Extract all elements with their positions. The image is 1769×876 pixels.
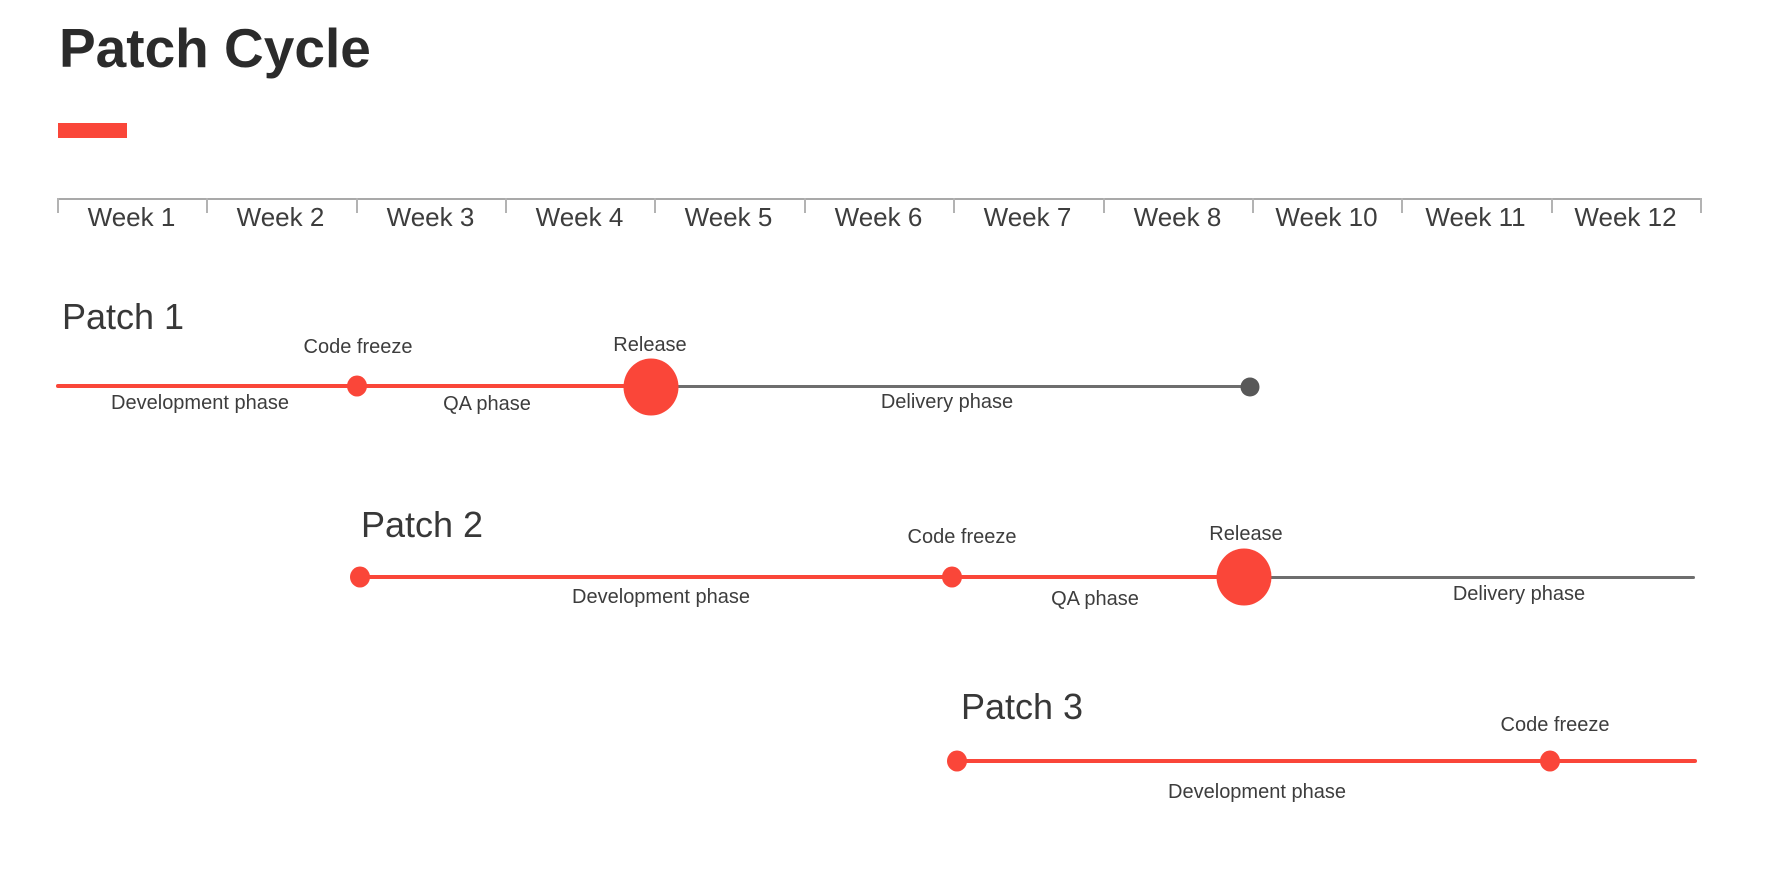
patch-3-code-freeze-label: Code freeze <box>1500 714 1610 736</box>
patch-2-delivery-line <box>1244 576 1695 579</box>
week-axis-tick <box>1401 198 1403 213</box>
patch-1-title: Patch 1 <box>62 296 185 337</box>
week-axis-tick <box>953 198 955 213</box>
week-label-10: Week 10 <box>1275 202 1378 232</box>
patch-1-code-freeze-dot <box>347 375 367 397</box>
week-axis-tick <box>505 198 507 213</box>
title-accent-bar <box>58 123 127 138</box>
patch-2-release-dot <box>1216 548 1272 606</box>
week-label-1: Week 1 <box>87 202 176 232</box>
patch-1-delivery-phase-label: Delivery phase <box>880 391 1014 413</box>
week-label-6: Week 6 <box>834 202 923 232</box>
patch-2-code-freeze-dot <box>942 566 962 588</box>
patch-1-release-dot <box>623 358 679 416</box>
patch-1-release-label: Release <box>613 334 687 356</box>
patch-1-delivery-end-dot <box>1240 377 1260 397</box>
patch-2-code-freeze-label: Code freeze <box>907 526 1017 548</box>
patch-2-start-dot <box>350 566 370 588</box>
week-axis-tick <box>1252 198 1254 213</box>
patch-2-delivery-phase-label: Delivery phase <box>1452 583 1586 605</box>
week-axis-line <box>57 198 1700 200</box>
week-axis-tick <box>654 198 656 213</box>
week-label-8: Week 8 <box>1133 202 1222 232</box>
week-axis-tick <box>1103 198 1105 213</box>
patch-1-development-phase-label: Development phase <box>111 392 289 414</box>
week-axis-tick <box>1700 198 1702 213</box>
page-title: Patch Cycle <box>59 17 371 79</box>
patch-2-release-label: Release <box>1209 523 1283 545</box>
week-label-4: Week 4 <box>535 202 624 232</box>
patch-3-title: Patch 3 <box>961 686 1084 727</box>
week-axis-tick <box>804 198 806 213</box>
patch-1-code-freeze-label: Code freeze <box>303 336 413 358</box>
patch-2-development-phase-label: Development phase <box>572 586 750 608</box>
week-label-11: Week 11 <box>1425 202 1526 232</box>
week-axis-tick <box>206 198 208 213</box>
patch-2-qa-phase-label: QA phase <box>1051 588 1139 610</box>
patch-1-delivery-line <box>651 385 1250 388</box>
patch-2-active-line <box>360 575 1244 579</box>
week-label-12: Week 12 <box>1574 202 1677 232</box>
patch-1-qa-phase-label: QA phase <box>443 393 531 415</box>
week-label-3: Week 3 <box>386 202 475 232</box>
week-label-7: Week 7 <box>983 202 1072 232</box>
week-axis-tick <box>1551 198 1553 213</box>
patch-3-start-dot <box>947 750 967 772</box>
patch-3-active-line <box>957 759 1697 763</box>
patch-3-development-phase-label: Development phase <box>1168 781 1346 803</box>
week-label-2: Week 2 <box>236 202 325 232</box>
week-axis-tick <box>356 198 358 213</box>
week-axis-tick <box>57 198 59 213</box>
patch-2-title: Patch 2 <box>361 504 484 545</box>
week-label-5: Week 5 <box>684 202 773 232</box>
patch-3-code-freeze-dot <box>1540 750 1560 772</box>
